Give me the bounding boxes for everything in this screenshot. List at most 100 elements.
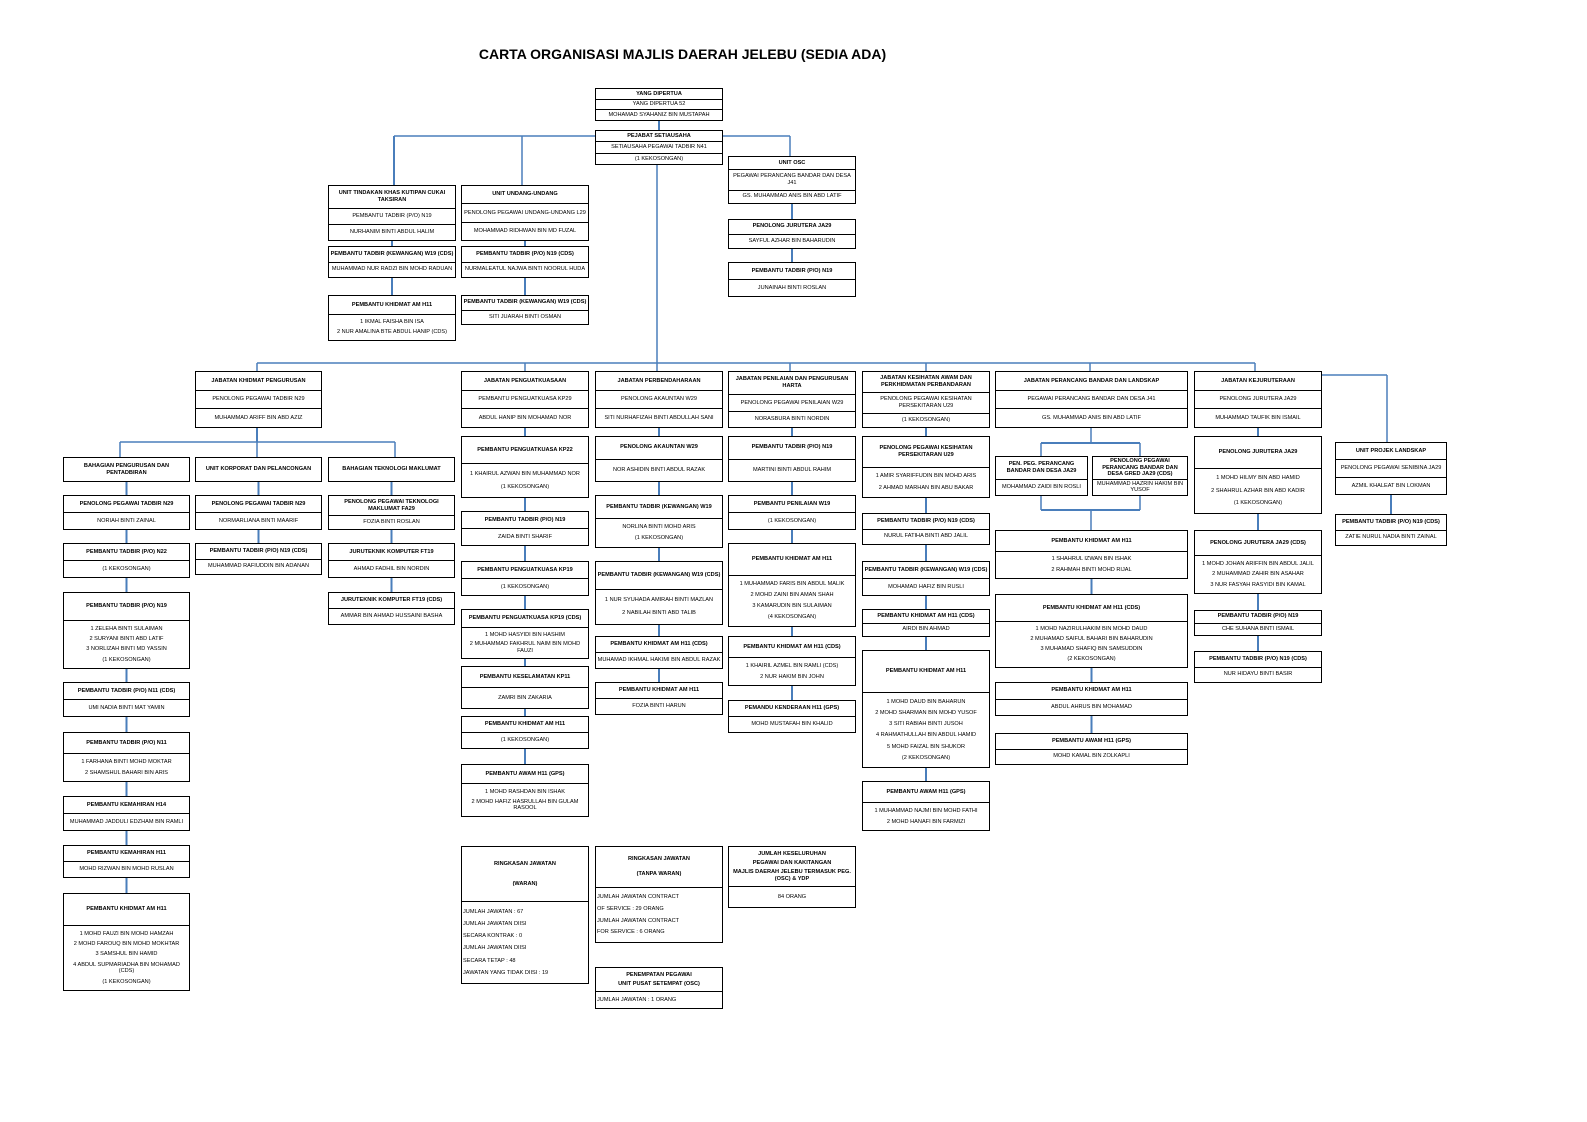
staff-entry: ABDUL HANIP BIN MOHAMAD NOR: [478, 414, 572, 421]
staff-entry: NORIAH BINTI ZAINAL: [97, 517, 156, 524]
staff-entry: JUNAINAH BINTI ROSLAN: [757, 284, 827, 291]
box-section: (1 KEKOSONGAN): [462, 732, 588, 748]
position-title: PEMBANTU TADBIR (KEWANGAN) W19 (CDS): [864, 566, 988, 573]
staff-entry: 2 SHAHRUL AZHAR BIN ABD KADIR: [1211, 487, 1305, 494]
box-title: PEMBANTU KHIDMAT AM H11 (CDS): [729, 637, 855, 657]
box-title: RINGKASAN JAWATAN (TANPA WARAN): [596, 847, 722, 887]
box-section: SETIAUSAHA PEGAWAI TADBIR N41: [596, 141, 722, 152]
staff-entry: 2 MUHAMAD SAIFUL BAHARI BIN BAHARUDIN: [1030, 635, 1153, 642]
box-section: NORLINA BINTI MOHD ARIS(1 KEKOSONGAN): [596, 517, 722, 547]
box-title: PEMBANTU TADBIR (KEWANGAN) W19 (CDS): [462, 296, 588, 310]
staff-entry: (1 KEKOSONGAN): [102, 565, 151, 572]
position-title: PEMBANTU TADBIR (KEWANGAN) W19 (CDS): [330, 250, 454, 257]
staff-entry: 4 RAHMATHULLAH BIN ABDUL HAMID: [875, 732, 977, 739]
position-title: PEMBANTU KHIDMAT AM H11: [1051, 537, 1132, 544]
staff-entry: MOHAMMAD ZAIDI BIN ROSLI: [1002, 484, 1081, 491]
org-box-kj5: PEMBANTU TADBIR (P/O) N19 (CDS)NUR HIDAY…: [1194, 651, 1322, 683]
box-title: PEMBANTU KHIDMAT AM H11 (CDS): [863, 610, 989, 623]
staff-entry: CHE SUHANA BINTI ISMAIL: [1221, 625, 1295, 632]
box-title: UNIT KORPORAT DAN PELANCONGAN: [196, 458, 321, 481]
org-box-prL: PEN. PEG. PERANCANG BANDAR DAN DESA JA29…: [995, 456, 1088, 496]
staff-entry: 1 MOHD JOHAN ARIFFIN BIN ABDUL JALIL: [1202, 560, 1314, 567]
box-title: PEMBANTU AWAM H11 (GPS): [863, 782, 989, 802]
position-title: JABATAN KEJURUTERAAN: [1221, 377, 1295, 384]
box-title: PEJABAT SETIAUSAHA: [596, 131, 722, 141]
box-title: PEMBANTU TADBIR (P/O) N19: [729, 263, 855, 279]
org-box-pb5: PEMBANTU KHIDMAT AM H11 (CDS)MUHAMAD IKH…: [595, 636, 723, 669]
staff-entry: 1 MOHD HILMY BIN ABD HAMID: [1216, 475, 1300, 482]
box-section: PENOLONG PEGAWAI TADBIR N29: [196, 389, 321, 409]
box-title: PEMBANTU TADBIR (P/O) N19: [64, 593, 189, 620]
position-title: PEMBANTU TADBIR (P/O) N19: [751, 444, 833, 451]
box-section: 1 MOHD HILMY BIN ABD HAMID 2 SHAHRUL AZHA…: [1195, 467, 1321, 513]
staff-entry: PENOLONG JURUTERA JA29: [1219, 396, 1297, 403]
position-title: JURUTEKNIK KOMPUTER FT19: [349, 548, 434, 555]
box-section: GS. MUHAMMAD ANIS BIN ABD LATIF: [729, 189, 855, 203]
staff-entry: 3 SAMSHUL BIN HAMID: [95, 951, 158, 958]
staff-entry: UMI NADIA BINTI MAT YAMIN: [88, 704, 165, 711]
staff-entry: 3 NUR FASYAH RASYIDI BIN KAMAL: [1210, 581, 1306, 588]
staff-entry: MUHAMMAD JADDULI EDZHAM BIN RAMLI: [69, 818, 184, 825]
box-section: PENOLONG PEGAWAI SENIBINA JA29: [1336, 459, 1446, 476]
staff-entry: 2 SHAMSHUL BAHARI BIN ARIS: [84, 769, 169, 776]
position-title: PEMBANTU KHIDMAT AM H11: [618, 687, 700, 694]
box-title: PEMBANTU PENGUATKUASA KP19: [462, 562, 588, 578]
org-box-tm1: PENOLONG PEGAWAI TEKNOLOGI MAKLUMAT FA29…: [328, 495, 455, 530]
staff-entry: AIRDI BIN AHMAD: [902, 626, 950, 633]
box-section: NURMALEATUL NAJWA BINTI NOORUL HUDA: [462, 261, 588, 278]
box-section: ABDUL AHRUS BIN MOHAMAD: [996, 698, 1187, 716]
box-title: PEMBANTU TADBIR (P/O) N19 (CDS): [1336, 515, 1446, 530]
position-title: PEMBANTU TADBIR (P/O) N19 (CDS): [877, 517, 975, 524]
position-title: BAHAGIAN PENGURUSAN DAN PENTADBIRAN: [83, 462, 170, 476]
position-title: RINGKASAN JAWATAN: [628, 856, 690, 863]
position-title: PEMBANTU TADBIR (P/O) N19 (CDS): [209, 547, 308, 554]
staff-entry: 2 MOHD HAFIZ HASRULLAH BIN GULAM RASOOL: [471, 798, 579, 812]
position-title: RINGKASAN JAWATAN: [494, 861, 556, 868]
box-title: PEMBANTU TADBIR (P/O) N19: [462, 512, 588, 528]
box-title: PEMBANTU TADBIR (P/O) N11 (CDS): [64, 683, 189, 699]
box-section: AIRDI BIN AHMAD: [863, 622, 989, 637]
staff-entry: MUHAMAD IKHMAL HAKIMI BIN ABDUL RAZAK: [597, 657, 721, 664]
position-title: PEMBANTU KHIDMAT AM H11: [751, 556, 833, 562]
position-title: PEMBANTU TADBIR (P/O) N19: [1217, 613, 1299, 620]
box-section: MOHAMAD SYAHANIZ BIN MUSTAPAH: [596, 109, 722, 120]
position-title: PEMBANTU KESELAMATAN KP11: [479, 673, 571, 680]
box-section: NORASBURA BINTI NORDIN: [729, 410, 855, 427]
position-title: JURUTEKNIK KOMPUTER FT19 (CDS): [340, 597, 443, 604]
staff-entry: ABDUL AHRUS BIN MOHAMAD: [1051, 703, 1132, 710]
position-title: PEMBANTU KHIDMAT AM H11: [885, 668, 967, 675]
staff-entry: 1 KHAIRIL AZMEL BIN RAMLI (CDS): [745, 663, 839, 670]
position-title: JABATAN PERBENDAHARAAN: [617, 377, 701, 384]
box-section: MUHAMMAD RAFIUDDIN BIN ADANAN: [196, 558, 321, 575]
box-section: MOHAMAD HAFIZ BIN RUSLI: [863, 578, 989, 595]
position-title: PEMBANTU PENGUATKUASA KP22: [477, 446, 573, 453]
staff-entry: SECARA KONTRAK : 0: [463, 933, 523, 940]
staff-entry: MOHD MUSTAFAH BIN KHALID: [751, 721, 833, 728]
staff-entry: 2 RAHMAH BINTI MOHD RIJAL: [1051, 566, 1132, 573]
position-title: PENEMPATAN PEGAWAI: [626, 971, 692, 978]
org-box-ks2: PENOLONG PEGAWAI KESIHATAN PERSEKITARAN …: [862, 436, 990, 498]
box-section: MUHAMMAD ARIFF BIN ABD AZIZ: [196, 408, 321, 427]
org-box-prR: PENOLONG PEGAWAI PERANCANG BANDAR DAN DE…: [1092, 456, 1188, 496]
staff-entry: 1 AMIR SYARIFFUDIN BIN MOHD ARIS: [875, 473, 977, 480]
staff-entry: (1 KEKOSONGAN): [102, 978, 151, 985]
box-title: PEMBANTU PENGUATKUASA KP19 (CDS): [462, 610, 588, 627]
org-box-kj3: PENOLONG JURUTERA JA29 (CDS)1 MOHD JOHAN…: [1194, 530, 1322, 594]
position-title: (TANPA WARAN): [636, 871, 682, 878]
box-title: PEMBANTU KHIDMAT AM H11: [596, 683, 722, 698]
staff-entry: 2 NUR AMALINA BTE ABDUL HANIP (CDS): [336, 329, 448, 336]
box-section: SITI NURHAFIZAH BINTI ABDULLAH SANI: [596, 408, 722, 427]
box-title: PEMBANTU AWAM H11 (GPS): [996, 734, 1187, 749]
